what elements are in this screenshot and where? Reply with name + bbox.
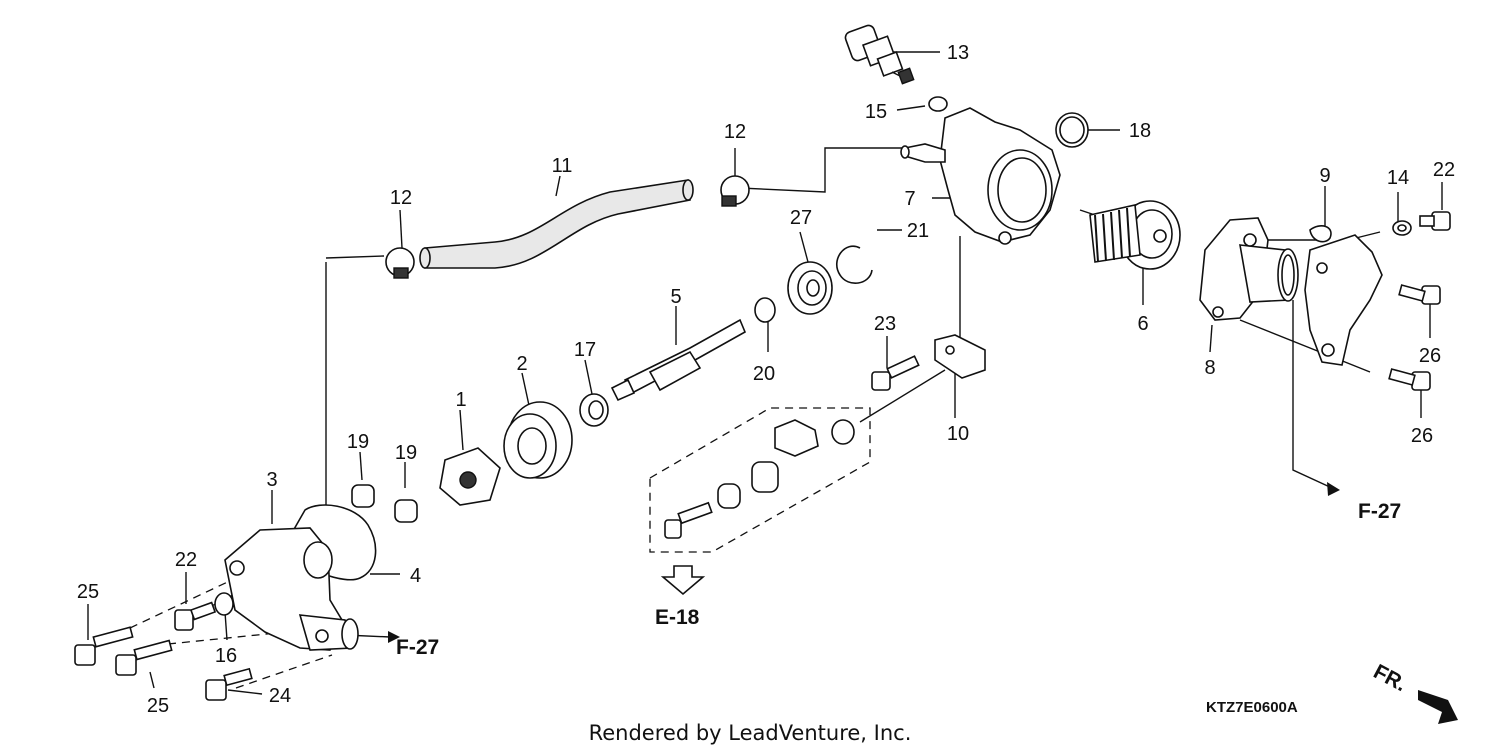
label-part-12-left: 12	[390, 187, 412, 209]
temperature-sensor	[844, 24, 915, 85]
bolt-25-lower	[115, 639, 173, 676]
label-part-20: 20	[753, 363, 775, 385]
part-number-labels: 1 2 3 4 5 6 7 8 9 10 11 12 12 13 14 15 1…	[77, 42, 1455, 717]
bolt-24	[205, 667, 253, 701]
stay-10-hole	[945, 345, 955, 355]
label-part-8: 8	[1204, 357, 1215, 379]
label-part-12-right: 12	[724, 121, 746, 143]
impeller	[439, 447, 501, 506]
bolt-26-upper	[1398, 284, 1441, 305]
o-ring-15	[928, 96, 948, 112]
e18-arrow-icon	[660, 565, 706, 596]
e18-sub-assembly	[649, 407, 871, 553]
label-part-4: 4	[410, 565, 421, 587]
washer-16	[214, 592, 234, 616]
label-part-18: 18	[1129, 120, 1151, 142]
thermostat-cover	[1199, 217, 1299, 321]
circlip-21	[836, 245, 873, 284]
label-part-25-bottom: 25	[147, 695, 169, 717]
label-part-6: 6	[1137, 313, 1148, 335]
label-part-17: 17	[574, 339, 596, 361]
label-part-14: 14	[1387, 167, 1409, 189]
footer-credit: Rendered by LeadVenture, Inc.	[589, 721, 912, 745]
stay-10	[934, 334, 986, 379]
o-ring-18-inner	[1059, 116, 1085, 144]
label-part-26-lower: 26	[1411, 425, 1433, 447]
ref-f27-left: F-27	[396, 636, 439, 659]
label-part-5: 5	[670, 286, 681, 308]
bearing-27	[787, 261, 833, 315]
label-part-7: 7	[904, 188, 915, 210]
label-part-1: 1	[455, 389, 466, 411]
bolt-26-lower	[1388, 368, 1431, 391]
leader-lines	[87, 51, 1443, 695]
dowel-19-right	[394, 499, 418, 523]
bolt-25-upper	[74, 626, 134, 666]
bracket	[1304, 225, 1383, 366]
ref-f27-right: F-27	[1358, 500, 1401, 523]
label-part-22-top: 22	[1433, 159, 1455, 181]
label-part-2: 2	[516, 353, 527, 375]
label-part-23: 23	[874, 313, 896, 335]
label-part-21: 21	[907, 220, 929, 242]
label-part-19-left: 19	[347, 431, 369, 453]
front-arrow-icon	[1418, 690, 1458, 724]
label-part-25-top: 25	[77, 581, 99, 603]
label-part-10: 10	[947, 423, 969, 445]
label-part-19-right: 19	[395, 442, 417, 464]
label-part-26-upper: 26	[1419, 345, 1441, 367]
dowel-19-left	[351, 484, 375, 508]
label-part-3: 3	[266, 469, 277, 491]
thermostat	[1089, 200, 1181, 270]
hose-clamp-12-left	[385, 247, 415, 279]
diagram-code: KTZ7E0600A	[1206, 699, 1298, 716]
bolt-22-top	[1419, 211, 1451, 231]
coolant-hose	[419, 179, 694, 269]
label-part-16: 16	[215, 645, 237, 667]
label-part-22-left: 22	[175, 549, 197, 571]
label-part-27: 27	[790, 207, 812, 229]
hose-clamp-12-right	[720, 175, 750, 207]
thermostat-housing	[900, 107, 1061, 245]
label-part-13: 13	[947, 42, 969, 64]
label-part-9: 9	[1319, 165, 1330, 187]
seal-20	[754, 297, 776, 323]
label-part-24: 24	[269, 685, 291, 707]
pump-shaft	[610, 318, 747, 402]
water-pump-cover	[224, 527, 359, 651]
mechanical-seal	[503, 401, 573, 479]
ref-front: FR.	[1370, 660, 1411, 696]
label-part-15: 15	[865, 101, 887, 123]
washer-14-hole	[1397, 224, 1407, 232]
ref-e18: E-18	[655, 606, 700, 629]
bolt-22-left	[174, 601, 217, 631]
label-part-11: 11	[552, 155, 573, 177]
seal-17	[579, 393, 609, 427]
bolt-23	[871, 355, 920, 391]
